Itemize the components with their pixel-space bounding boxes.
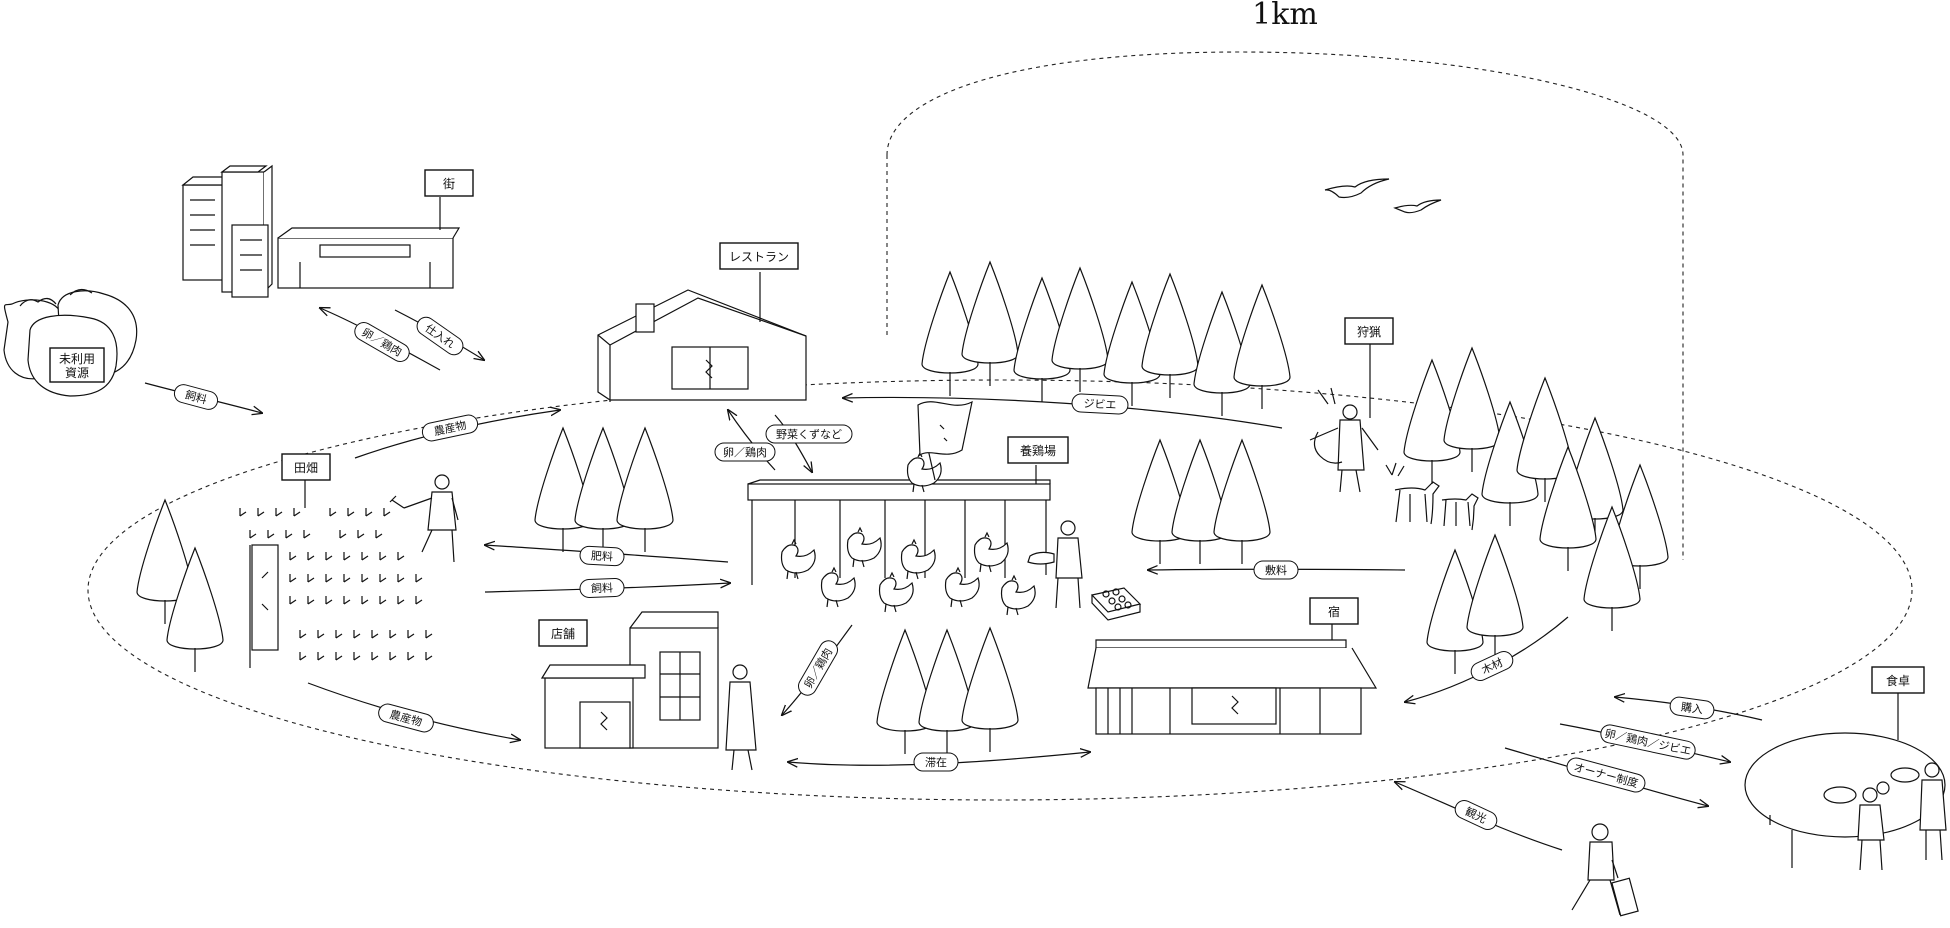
flow-label-owner-system: オーナー制度 [1566, 757, 1646, 793]
flow-label-fertilizer: 肥料 [579, 545, 625, 567]
poultry-farm-label-box [1007, 436, 1069, 464]
dining-table-scene [1744, 732, 1947, 871]
hunting-label-box [1344, 317, 1394, 345]
tree-cluster-center [1131, 439, 1271, 565]
tree-cluster-north [921, 261, 1291, 417]
flow-label-produce-to-shop: 農産物 [378, 703, 434, 733]
shop-customer [725, 664, 757, 771]
hunting-label: 狩猟 [1357, 324, 1381, 339]
svg-text:農産物: 農産物 [432, 418, 467, 439]
svg-text:購入: 購入 [1680, 700, 1704, 717]
egg-crate [1090, 587, 1142, 621]
restaurant-building [597, 289, 807, 402]
town-buildings [181, 164, 461, 298]
svg-text:飼料: 飼料 [591, 581, 613, 596]
scale-label: 1km [1252, 0, 1318, 32]
flag [917, 400, 973, 481]
svg-text:オーナー制度: オーナー制度 [1572, 760, 1639, 791]
field-banner [249, 544, 279, 668]
svg-text:敷料: 敷料 [1265, 563, 1287, 577]
inn-label-box [1309, 597, 1359, 625]
flow-label-feed-from-resources: 飼料 [173, 384, 219, 410]
local-area-ellipse [87, 379, 1913, 801]
tree-cluster-field [136, 499, 224, 673]
flow-label-game-meat: ジビエ [1071, 393, 1129, 415]
svg-text:卵／鶏肉／ジビエ: 卵／鶏肉／ジビエ [1604, 726, 1693, 758]
flow-label-tourism: 観光 [1454, 800, 1498, 830]
poultry-farm-label: 養鶏場 [1020, 443, 1056, 458]
restaurant-label-box [719, 242, 799, 270]
svg-text:飼料: 飼料 [184, 387, 209, 406]
dining-table-label-box [1871, 666, 1925, 694]
restaurant-label: レストラン [729, 250, 789, 264]
inn-label: 宿 [1328, 604, 1340, 619]
flow-label-timber: 木材 [1470, 651, 1514, 681]
svg-text:卵／鶏肉: 卵／鶏肉 [723, 445, 767, 459]
birds [1324, 178, 1442, 214]
flow-label-eggs-to-restaurant: 卵／鶏肉 [714, 442, 776, 462]
tree-cluster-restaurant [534, 427, 674, 553]
hunter-figure [1309, 387, 1379, 493]
traveler-figure [1571, 823, 1639, 917]
farm-field-label: 田畑 [294, 461, 318, 475]
farmer-with-hoe [389, 474, 459, 563]
flow-label-produce-to-restaurant: 農産物 [421, 414, 479, 442]
flow-label-purchase: 仕入れ [416, 316, 464, 356]
svg-text:野菜くずなど: 野菜くずなど [776, 428, 842, 441]
chickens [780, 452, 1036, 616]
arrow-game-meat [843, 397, 1283, 429]
unused-resources-label-box [49, 347, 105, 383]
town-label-box [424, 169, 474, 197]
farmer-with-eggs [1027, 520, 1083, 609]
inn-building [1087, 639, 1378, 735]
shop-label-box [538, 619, 588, 647]
flow-label-eggs-to-shop: 卵／鶏肉 [798, 640, 838, 696]
shop-building [540, 611, 719, 749]
svg-text:ジビエ: ジビエ [1083, 397, 1117, 412]
farm-field-label-box [281, 453, 331, 481]
tree-cluster-forest [1403, 347, 1669, 675]
deer-pair [1385, 462, 1479, 531]
flow-label-bedding: 敷料 [1253, 560, 1299, 580]
flow-label-eggs-to-town: 卵／鶏肉 [354, 322, 410, 362]
tree-cluster-south [876, 627, 1019, 755]
svg-text:肥料: 肥料 [591, 548, 614, 563]
town-label: 街 [443, 177, 455, 191]
unused-resources-label: 未利用資源 [59, 352, 95, 380]
svg-text:滞在: 滞在 [925, 756, 947, 769]
dining-table-label: 食卓 [1886, 673, 1910, 688]
arrow-eggs-to-restaurant [728, 410, 776, 471]
flow-label-vegetable-scraps: 野菜くずなど [765, 424, 853, 444]
flow-label-buy: 購入 [1669, 696, 1715, 720]
shop-label: 店舗 [551, 627, 575, 641]
flow-label-feed-to-farm: 飼料 [579, 578, 625, 598]
flow-label-stay: 滞在 [913, 752, 959, 772]
